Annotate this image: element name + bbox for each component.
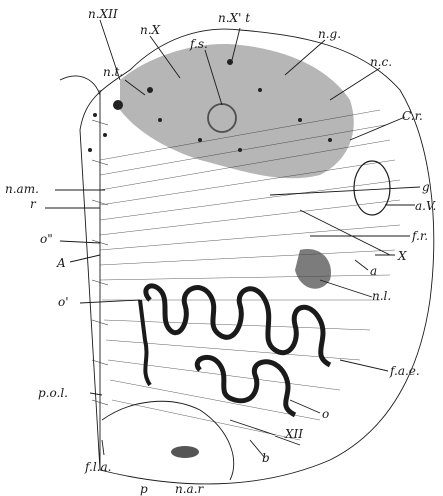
label-f-r: f.r.: [411, 229, 428, 243]
label-x: X: [397, 249, 407, 263]
accessory-olive: [140, 300, 150, 385]
fibre-top-curl: [60, 76, 100, 95]
pyramid: [102, 401, 234, 480]
label-n-x-t: n.X' t: [218, 11, 250, 25]
nucleus-lateralis: [295, 249, 331, 289]
label-o-prime: o': [58, 295, 69, 309]
label-g: g: [422, 180, 430, 194]
label-b: b: [262, 451, 270, 465]
label-o-double-prime: o": [40, 232, 53, 246]
label-n-a-r: n.a.r: [175, 482, 205, 496]
inferior-olive: [146, 286, 330, 365]
label-n-l: n.l.: [372, 289, 391, 303]
ascending-v-tract: [354, 161, 390, 215]
label-n-am: n.am.: [5, 182, 39, 196]
label-f-s: f.s.: [189, 37, 208, 51]
label-c-r: C.r.: [402, 109, 423, 123]
label-n-xii: n.XII: [88, 7, 118, 21]
dorsal-grey-matter: [120, 44, 354, 178]
label-p-o-l: p.o.l.: [38, 386, 68, 400]
label-n-x: n.X: [140, 23, 161, 37]
label-xii: XII: [284, 427, 303, 441]
nerve-XII-root: [230, 420, 275, 435]
label-f-a-e: f.a.e.: [389, 364, 420, 378]
label-n-g: n.g.: [318, 27, 341, 41]
label-o: o: [322, 407, 329, 421]
nerve-X-root: [300, 210, 390, 255]
nucleus-arcuatus: [171, 446, 199, 458]
label-f-l-a: f.l.a.: [84, 460, 111, 474]
label-a-upper: A: [56, 256, 66, 270]
label-a-v: a.V.: [415, 199, 436, 213]
inferior-olive-lower: [197, 357, 295, 415]
label-a: a: [370, 264, 377, 278]
label-r: r: [30, 197, 37, 211]
label-p: p: [140, 482, 148, 496]
label-n-t: n.t.: [103, 65, 123, 79]
label-n-c: n.c.: [370, 55, 392, 69]
